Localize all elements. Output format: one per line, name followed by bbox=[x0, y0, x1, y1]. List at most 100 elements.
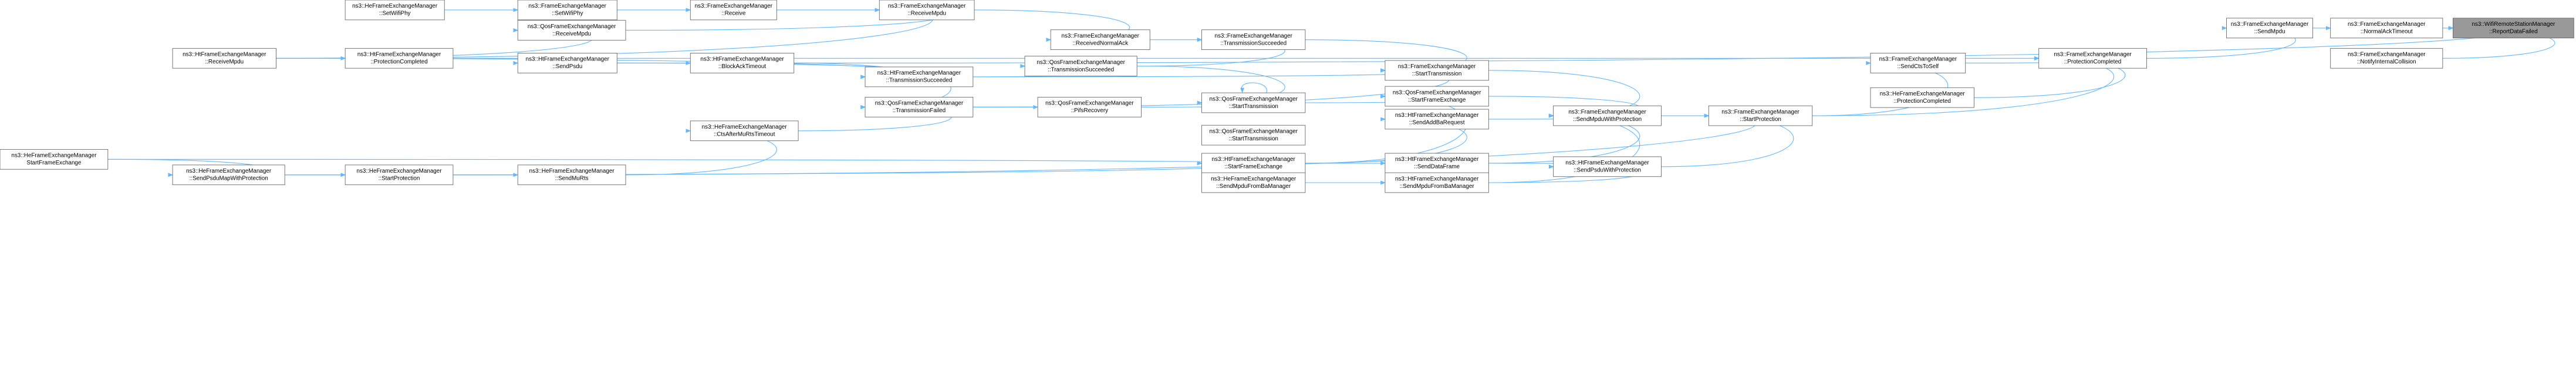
node-box bbox=[2330, 18, 2443, 39]
node-label-line: ::SendAddBaRequest bbox=[1409, 120, 1465, 126]
node-label-line: ::SendDataFrame bbox=[1414, 164, 1460, 170]
node-label-line: ::TransmissionSucceeded bbox=[1220, 40, 1287, 46]
node-fem-send-cts-to-self[interactable]: ns3::FrameExchangeManager::SendCtsToSelf bbox=[1870, 53, 1966, 73]
node-box bbox=[1385, 60, 1489, 81]
node-label-line: ns3::HtFrameExchangeManager bbox=[1565, 160, 1649, 166]
node-label-line: ns3::HeFrameExchangeManager bbox=[11, 153, 97, 159]
node-label-line: ::SetWifiPhy bbox=[379, 11, 411, 17]
node-box bbox=[1201, 153, 1306, 174]
node-hefem-send-mpdu-from-ba-manager[interactable]: ns3::HeFrameExchangeManager::SendMpduFro… bbox=[1201, 172, 1306, 193]
node-label-line: ns3::WifiRemoteStationManager bbox=[2472, 21, 2555, 28]
node-box bbox=[2453, 18, 2574, 39]
node-label-line: ::StartFrameExchange bbox=[1408, 97, 1466, 103]
node-report-data-failed[interactable]: ns3::WifiRemoteStationManager::ReportDat… bbox=[2453, 18, 2574, 39]
node-box bbox=[1024, 56, 1137, 76]
node-hefem-set-wifi-phy[interactable]: ns3::HeFrameExchangeManager::SetWifiPhy bbox=[345, 0, 445, 21]
node-label-line: ::ProtectionCompleted bbox=[370, 59, 427, 65]
node-fem-start-protection[interactable]: ns3::FrameExchangeManager::StartProtecti… bbox=[1708, 105, 1813, 126]
node-htfem-block-ack-timeout[interactable]: ns3::HtFrameExchangeManager::BlockAckTim… bbox=[690, 53, 795, 73]
node-hefem-start-frame-exchange[interactable]: ns3::HeFrameExchangeManagerStartFrameExc… bbox=[0, 149, 109, 170]
node-label-line: ns3::HeFrameExchangeManager bbox=[1211, 176, 1297, 182]
node-label-line: ns3::FrameExchangeManager bbox=[1214, 33, 1292, 39]
node-box bbox=[1201, 29, 1306, 51]
node-label-line: StartFrameExchange bbox=[26, 160, 82, 166]
node-fem-start-transmission[interactable]: ns3::FrameExchangeManager::StartTransmis… bbox=[1385, 60, 1489, 81]
node-fem-normal-ack-timeout[interactable]: ns3::FrameExchangeManager::NormalAckTime… bbox=[2330, 18, 2443, 39]
node-label-line: ns3::FrameExchangeManager bbox=[695, 3, 773, 9]
node-label-line: ::SendPsduMapWithProtection bbox=[190, 176, 268, 182]
node-htfem-transmission-succeeded[interactable]: ns3::HtFrameExchangeManager::Transmissio… bbox=[865, 66, 974, 88]
node-qfem-start-frame-exchange[interactable]: ns3::QosFrameExchangeManager::StartFrame… bbox=[1385, 86, 1489, 107]
node-label-line: ::ReceiveMpdu bbox=[907, 11, 946, 17]
node-label-line: ::BlockAckTimeout bbox=[718, 63, 766, 70]
node-box bbox=[865, 96, 974, 117]
node-label-line: ::StartTransmission bbox=[1412, 71, 1461, 78]
node-box bbox=[1553, 156, 1662, 177]
node-box bbox=[345, 48, 454, 69]
node-fem-send-mpdu[interactable]: ns3::FrameExchangeManager::SendMpdu bbox=[2226, 18, 2313, 39]
node-fem-received-normal-ack[interactable]: ns3::FrameExchangeManager::ReceivedNorma… bbox=[1050, 29, 1150, 51]
node-box bbox=[517, 0, 617, 21]
node-htfem-receive-mpdu[interactable]: ns3::HtFrameExchangeManager::ReceiveMpdu bbox=[172, 48, 276, 69]
graph-edges bbox=[107, 8, 2555, 185]
node-hefem-start-protection[interactable]: ns3::HeFrameExchangeManager::StartProtec… bbox=[345, 164, 454, 186]
node-label-line: ::ProtectionCompleted bbox=[2064, 59, 2121, 65]
node-fem-protection-completed[interactable]: ns3::FrameExchangeManager::ProtectionCom… bbox=[2038, 48, 2147, 69]
node-label-line: ns3::FrameExchangeManager bbox=[2054, 52, 2132, 58]
node-qfem-ifrs-recovery[interactable]: ns3::QosFrameExchangeManager::PifsRecove… bbox=[1037, 96, 1142, 117]
node-qfem-start-transmission-2[interactable]: ns3::QosFrameExchangeManager::StartTrans… bbox=[1201, 125, 1306, 146]
node-label-line: ::SendMuRts bbox=[555, 176, 589, 182]
edge-qfem-start-transmission-to-qfem-start-transmission bbox=[1240, 82, 1267, 93]
node-label-line: ns3::QosFrameExchangeManager bbox=[1209, 128, 1298, 134]
node-box bbox=[1385, 86, 1489, 107]
node-qfem-transmission-succeeded[interactable]: ns3::QosFrameExchangeManager::Transmissi… bbox=[1024, 56, 1137, 76]
node-box bbox=[2330, 48, 2443, 69]
node-label-line: ::CtsAfterMuRtsTimeout bbox=[714, 132, 775, 138]
node-label-line: ::StartTransmission bbox=[1228, 136, 1278, 142]
node-box bbox=[345, 164, 454, 186]
node-label-line: ns3::HtFrameExchangeManager bbox=[700, 56, 784, 63]
node-box bbox=[2226, 18, 2313, 39]
node-label-line: ns3::HeFrameExchangeManager bbox=[352, 3, 438, 9]
node-box bbox=[690, 0, 777, 21]
node-label-line: ns3::FrameExchangeManager bbox=[2348, 21, 2426, 28]
node-label-line: ns3::FrameExchangeManager bbox=[2348, 52, 2426, 58]
node-fem-transmission-succeeded[interactable]: ns3::FrameExchangeManager::TransmissionS… bbox=[1201, 29, 1306, 51]
node-fem-send-mpdu-with-protection[interactable]: ns3::FrameExchangeManager::SendMpduWithP… bbox=[1553, 105, 1662, 126]
node-label-line: ns3::FrameExchangeManager bbox=[1398, 63, 1476, 70]
node-htfem-send-data-frame[interactable]: ns3::HtFrameExchangeManager::SendDataFra… bbox=[1385, 153, 1489, 174]
node-label-line: ::TransmissionSucceeded bbox=[886, 78, 952, 84]
node-label-line: ns3::HtFrameExchangeManager bbox=[1212, 156, 1296, 163]
node-label-line: ns3::HeFrameExchangeManager bbox=[529, 168, 615, 174]
node-htfem-send-addba-request[interactable]: ns3::HtFrameExchangeManager::SendAddBaRe… bbox=[1385, 109, 1489, 130]
node-box bbox=[1385, 172, 1489, 193]
node-label-line: ::SendMpduFromBaManager bbox=[1216, 183, 1291, 190]
node-hefem-protection-completed[interactable]: ns3::HeFrameExchangeManager::ProtectionC… bbox=[1870, 87, 1974, 108]
node-label-line: ns3::HeFrameExchangeManager bbox=[1880, 90, 1966, 97]
node-fem-receive-mpdu[interactable]: ns3::FrameExchangeManager::ReceiveMpdu bbox=[879, 0, 975, 21]
node-hefem-send-mu-rts[interactable]: ns3::HeFrameExchangeManager::SendMuRts bbox=[517, 164, 626, 186]
edge-hefem-start-frame-exchange-to-htfem-start-frame-exchange bbox=[107, 159, 1251, 166]
node-fem-set-wifi-phy[interactable]: ns3::FrameExchangeManager::SetWifiPhy bbox=[517, 0, 617, 21]
node-hefem-cts-after-mu-rts-timeout[interactable]: ns3::HeFrameExchangeManager::CtsAfterMuR… bbox=[690, 120, 799, 142]
node-label-line: ns3::HeFrameExchangeManager bbox=[702, 124, 788, 130]
node-label-line: ::ReportDataFailed bbox=[2489, 29, 2538, 35]
node-hefem-send-psdu-map-with-protection[interactable]: ns3::HeFrameExchangeManager::SendPsduMap… bbox=[172, 164, 285, 186]
node-fem-notify-internal-collision[interactable]: ns3::FrameExchangeManager::NotifyInterna… bbox=[2330, 48, 2443, 69]
node-label-line: ns3::QosFrameExchangeManager bbox=[1037, 59, 1125, 66]
node-qfem-receive-mpdu[interactable]: ns3::QosFrameExchangeManager::ReceiveMpd… bbox=[517, 20, 626, 41]
node-box bbox=[0, 149, 109, 170]
node-htfem-send-psdu[interactable]: ns3::HtFrameExchangeManager::SendPsdu bbox=[517, 53, 617, 73]
node-qfem-start-transmission[interactable]: ns3::QosFrameExchangeManager::StartTrans… bbox=[1201, 92, 1306, 113]
node-htfem-start-frame-exchange[interactable]: ns3::HtFrameExchangeManager::StartFrameE… bbox=[1201, 153, 1306, 174]
node-htfem-send-mpdu-from-ba-manager[interactable]: ns3::HtFrameExchangeManager::SendMpduFro… bbox=[1385, 172, 1489, 193]
node-box bbox=[690, 120, 799, 142]
node-fem-receive[interactable]: ns3::FrameExchangeManager::Receive bbox=[690, 0, 777, 21]
node-label-line: ::SendPsdu bbox=[552, 63, 582, 70]
node-box bbox=[690, 53, 795, 73]
node-label-line: ::PifsRecovery bbox=[1071, 107, 1109, 114]
node-label-line: ns3::FrameExchangeManager bbox=[2231, 21, 2309, 28]
node-htfem-protection-completed[interactable]: ns3::HtFrameExchangeManager::ProtectionC… bbox=[345, 48, 454, 69]
node-qfem-transmission-failed[interactable]: ns3::QosFrameExchangeManager::Transmissi… bbox=[865, 96, 974, 117]
node-htfem-send-psdu-with-protection[interactable]: ns3::HtFrameExchangeManager::SendPsduWit… bbox=[1553, 156, 1662, 177]
